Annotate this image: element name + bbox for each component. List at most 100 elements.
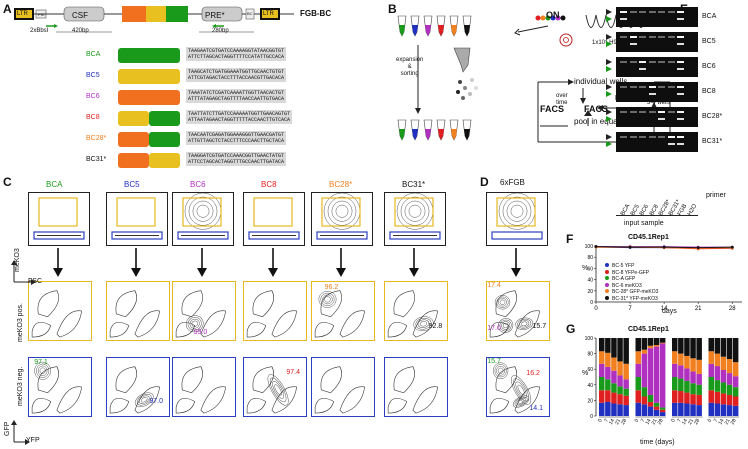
bar-segment [611,357,617,371]
meko3-neg-label: meKO3 neg. [17,366,24,406]
gel-band [677,86,684,88]
psi-label: PSI [38,12,45,17]
construct-bar [149,153,180,168]
bar-segment [599,377,605,391]
gel-band [677,143,684,145]
gel-band [658,86,665,88]
gel-band [620,18,627,20]
facs-pos-plot [172,281,236,341]
gel-row [616,107,698,127]
barcode-sequence: TAAGCATCTGATGGAAATGGTTGCAACTGTGT ATTCGTA… [186,68,287,82]
bar-segment [696,359,702,374]
gate-percentage: 97.0 [149,397,164,405]
gel-band [639,111,646,113]
chart-f-title: CD45.1Rep1 [628,234,669,241]
vector-map [14,6,294,33]
gel-band [667,86,675,88]
bar-segment [641,396,648,405]
gel-band [648,111,656,113]
individual-wells-label: individual wells [574,77,628,86]
gel-band [667,136,675,138]
ltr-right-label: LTR [263,11,274,17]
bar-segment [605,338,611,353]
legend-item: BC-28* GFP-meKO3 [605,289,658,295]
bar-segment [605,352,611,367]
bar-segment [678,365,684,379]
marker-arrow-green [606,116,612,122]
chart-g-title: CD45.1Rep1 [628,326,669,333]
bar-segment [732,387,739,397]
bar-segment [653,402,660,407]
chart-f-xlabel: days [662,308,677,315]
x-tick-label: 21 [687,418,695,426]
x-tick-label: 7 [628,306,632,312]
facs-top-plot [243,192,305,246]
workflow-diagram [397,14,671,143]
y-tick-label: 100 [585,336,594,342]
bar-segment [726,338,733,360]
bar-segment [690,404,696,416]
data-point [662,245,666,249]
bar-segment [708,363,714,377]
ltr-left-label: LTR [17,11,28,17]
x-tick-label: 21 [614,418,622,426]
legend-label: BC-6 meKO3 [612,282,642,289]
facs-neg-plot [106,357,170,417]
construct-bar [118,90,180,105]
bar-segment [635,390,641,403]
axis-arrows-top [11,260,36,285]
bar-segment [605,379,611,391]
gel-band [677,93,684,95]
bar-segment [696,405,702,416]
gel-band [648,136,656,138]
bar-segment [678,402,684,416]
gel-band [629,36,637,38]
marker-arrow-black [606,109,612,115]
facs-column-title: BCA [46,180,63,189]
data-point [594,245,598,248]
marker-arrow-black [606,59,612,65]
gel-band [677,136,684,138]
bbsi-label: 2xBbsI [30,28,49,34]
marker-arrow-green [606,16,612,22]
bar-segment [635,363,641,377]
gel-band [677,18,684,20]
bar-segment [653,346,660,403]
bar-segment [720,369,727,383]
gel-row [616,32,698,52]
bar-segment [635,338,641,352]
bar-segment [605,401,611,416]
gel-band [639,36,646,38]
gel-band [639,86,646,88]
gel-band [658,118,665,120]
gate-percentage: 17.0 [487,324,501,332]
x-tick-label: 14 [645,418,653,426]
barcode-sequence: TAAGGATCGTGATCCAAACGGTTGAACTATGT ATTCCTA… [186,152,287,166]
legend-swatch [605,282,609,287]
facs-neg-plot [486,357,550,417]
bar-segment [605,390,611,402]
bar-segment [623,338,629,364]
bar-segment [659,412,666,416]
bar-segment [659,338,666,343]
legend-swatch [605,289,609,293]
bar-segment [647,406,654,416]
facs-column-title: BC6 [190,180,206,189]
bar-segment [617,361,623,376]
gel-band [677,11,684,13]
barcode-sequence: TAAGAATCGTGATCCAAAAGGTATAACGGTGT ATTCTTA… [186,47,287,61]
gel-band [658,136,665,138]
bar-segment [720,382,727,394]
bar-segment [684,403,690,416]
gel-band [629,43,637,45]
gel-band [629,11,637,13]
gel-band [658,111,665,113]
gel-band [648,93,656,95]
gel-row-label: BC28* [702,113,723,120]
bar-segment [696,384,702,395]
bar-segment [617,404,623,416]
x-tick-label: 0 [597,418,604,424]
csf-label: CSF [72,11,88,20]
gel-band [677,36,684,38]
